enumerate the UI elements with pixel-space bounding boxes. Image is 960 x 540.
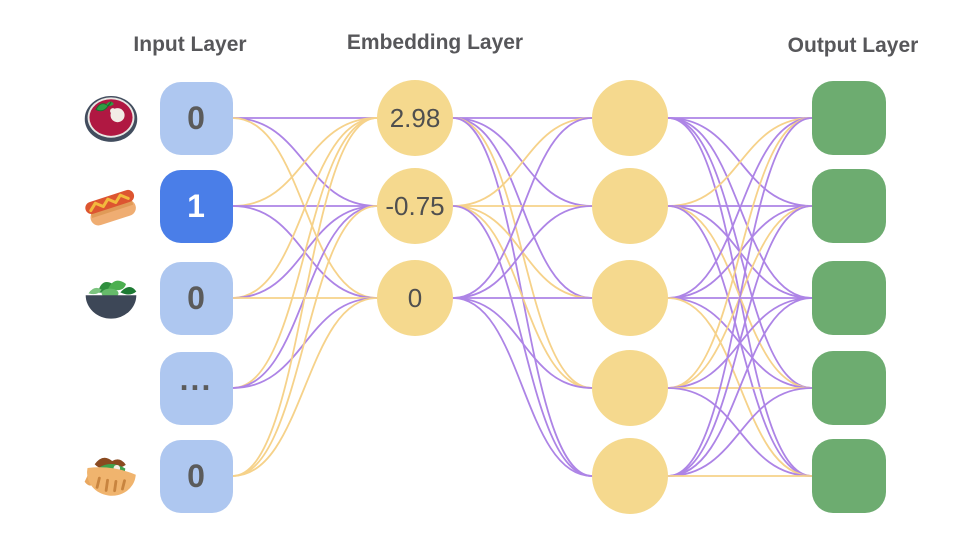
edge [231, 297, 378, 477]
edge [667, 117, 813, 207]
edge [452, 117, 593, 299]
edge [452, 297, 593, 389]
edge [452, 205, 593, 299]
input-node-value: 1 [187, 188, 205, 224]
embedding-layer-title: Embedding Layer [346, 31, 524, 54]
edge [667, 205, 813, 477]
output-node-4 [812, 439, 886, 513]
salad-icon [81, 268, 141, 328]
output-node-1 [812, 169, 886, 243]
hidden-node-3 [592, 350, 668, 426]
hotdog-icon [81, 176, 141, 236]
soup-icon [81, 88, 141, 148]
embedding-node-0: 2.98 [377, 80, 453, 156]
embedding-node-value: 2.98 [389, 103, 441, 133]
edge [667, 117, 813, 299]
hidden-node-4 [592, 438, 668, 514]
hidden-node-1 [592, 168, 668, 244]
input-node-value: 0 [187, 280, 205, 316]
output-node-0 [812, 81, 886, 155]
input-node-1: 1 [159, 169, 233, 243]
embedding-node-1: -0.75 [377, 168, 453, 244]
embedding-node-value: 0 [407, 283, 423, 313]
hidden-node-2 [592, 260, 668, 336]
hidden-node-0 [592, 80, 668, 156]
edge [667, 117, 813, 477]
edge [667, 297, 813, 477]
input-node-value: ... [179, 361, 213, 397]
edge [452, 297, 593, 477]
embedding-node-value: -0.75 [385, 191, 445, 221]
output-node-2 [812, 261, 886, 335]
input-node-4: 0 [159, 439, 233, 513]
edge [231, 117, 378, 299]
input-node-0: 0 [159, 81, 233, 155]
output-layer-title: Output Layer [787, 34, 919, 57]
edge [231, 117, 378, 207]
edge [452, 205, 593, 477]
input-node-2: 0 [159, 261, 233, 335]
output-node-3 [812, 351, 886, 425]
edge [452, 205, 593, 389]
edge [231, 117, 378, 477]
edge [667, 117, 813, 389]
edge [452, 117, 593, 207]
input-node-value: 0 [187, 100, 205, 136]
input-node-3: ... [159, 351, 233, 425]
embedding-node-2: 0 [377, 260, 453, 336]
pita-icon [81, 446, 141, 506]
edge [667, 387, 813, 477]
input-node-value: 0 [187, 458, 205, 494]
edge [231, 205, 378, 477]
edge [231, 117, 378, 389]
input-layer-title: Input Layer [133, 33, 247, 56]
